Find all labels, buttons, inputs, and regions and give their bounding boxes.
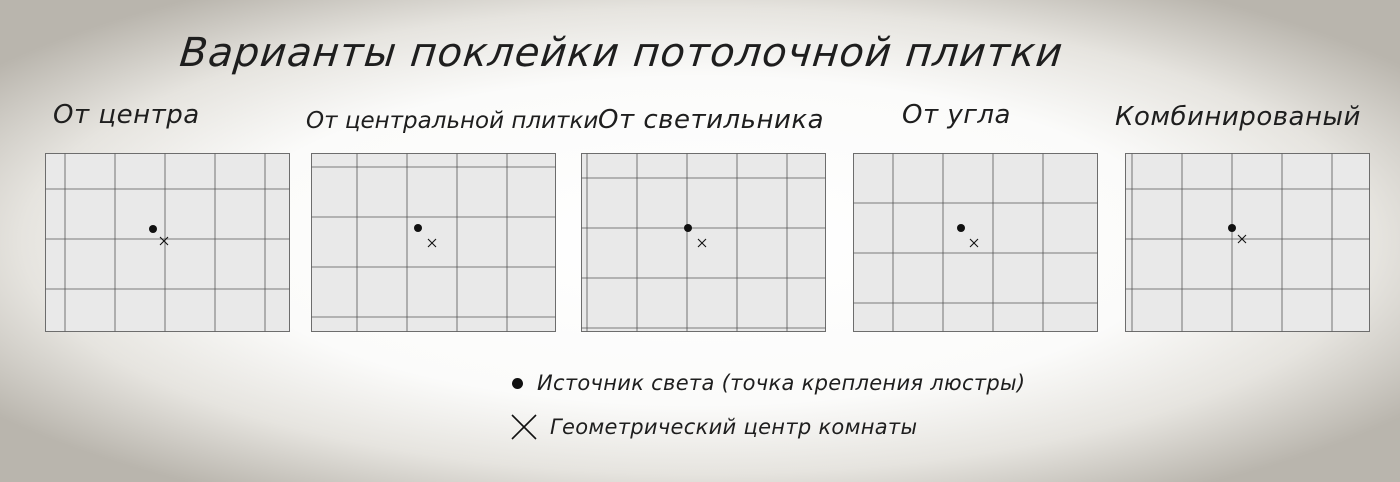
- tile-area: [581, 153, 826, 332]
- legend-room-center: Геометрический центр комнаты: [510, 413, 917, 441]
- tile-grid-center-tile: [311, 153, 556, 332]
- panel-label-center: От центра: [53, 100, 200, 130]
- legend-light-source-label: Источник света (точка крепления люстры): [537, 371, 1026, 395]
- legend-room-center-label: Геометрический центр комнаты: [550, 415, 918, 439]
- room-center-cross-icon: [510, 413, 538, 441]
- tile-area: [853, 153, 1098, 332]
- diagram-title: Варианты поклейки потолочной плитки: [177, 30, 1066, 76]
- tile-grid-lamp: [581, 153, 826, 332]
- light-source-dot-icon: [684, 224, 692, 232]
- room-center-cross-icon: [969, 238, 979, 248]
- tile-grid-center: [45, 153, 290, 332]
- light-source-dot-icon: [1228, 224, 1236, 232]
- light-source-dot-icon: [957, 224, 965, 232]
- tile-grid-combined: [1125, 153, 1370, 332]
- light-source-dot-icon: [414, 224, 422, 232]
- legend-light-source: Источник света (точка крепления люстры): [512, 371, 1025, 395]
- panel-label-lamp: От светильника: [598, 105, 825, 135]
- panel-label-center-tile: От центральной плитки: [306, 108, 599, 134]
- room-center-cross-icon: [159, 236, 169, 246]
- tile-area: [311, 153, 556, 332]
- tile-grid-corner: [853, 153, 1098, 332]
- tile-area: [45, 153, 290, 332]
- tile-area: [1125, 153, 1370, 332]
- panel-label-corner: От угла: [902, 100, 1011, 130]
- room-center-cross-icon: [1237, 234, 1247, 244]
- room-center-cross-icon: [697, 238, 707, 248]
- room-center-cross-icon: [427, 238, 437, 248]
- panel-label-combined: Комбинированый: [1115, 102, 1361, 132]
- light-source-dot-icon: [512, 377, 523, 389]
- light-source-dot-icon: [149, 225, 157, 233]
